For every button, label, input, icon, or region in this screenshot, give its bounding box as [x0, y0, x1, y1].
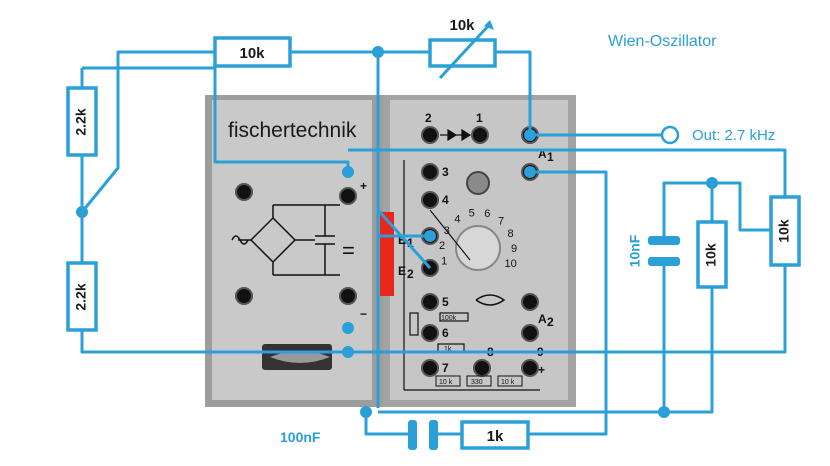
node-bottom-left — [360, 406, 372, 418]
pin-label-a1-sub: 1 — [547, 150, 554, 164]
pin-label-6: 6 — [442, 326, 449, 340]
transistor-module: 2 1 A 1 3 4 E 1 E 2 5 6 7 8 9 A 2 + 1234… — [383, 95, 576, 407]
resistor-row: 10 k 330 10 k — [435, 375, 523, 387]
resistor-right-inner: 10k — [696, 220, 728, 289]
node-right-bottom — [658, 406, 670, 418]
pin-label-e2: E — [398, 264, 406, 278]
dial-number: 4 — [454, 214, 460, 226]
equals-sign: = — [342, 238, 355, 263]
pot-top-label: 10k — [449, 17, 475, 34]
capacitor-bottom-label: 100nF — [280, 429, 321, 445]
node-ground — [342, 346, 354, 358]
capacitor-right: 10nF — [627, 234, 680, 267]
resistor-right-inner-label: 10k — [703, 243, 719, 267]
node-top — [372, 46, 384, 58]
pin-label-5: 5 — [442, 295, 449, 309]
node-a1-lower — [524, 166, 536, 178]
rectifier-symbol — [231, 204, 340, 276]
dial-number: 8 — [508, 228, 514, 240]
pin-label-1: 1 — [476, 111, 483, 125]
resistor-top: 10k — [213, 36, 292, 68]
socket-ac-1 — [235, 183, 253, 201]
led-icon — [466, 171, 490, 195]
socket-7 — [421, 359, 439, 377]
resistor-bottom-label: 1k — [487, 428, 504, 445]
node-right-top — [706, 177, 718, 189]
resistor-1k-label: 1k — [444, 346, 452, 353]
arrow-icon — [484, 20, 494, 30]
pin-label-e1: E — [398, 233, 406, 247]
node-minus — [342, 322, 354, 334]
socket-8 — [473, 359, 491, 377]
node-left-mid — [76, 206, 88, 218]
socket-a2-top — [521, 293, 539, 311]
res-row-1: 10 k — [439, 379, 453, 386]
dial-number: 2 — [439, 240, 445, 252]
fish-icon — [475, 294, 506, 306]
pin-label-2: 2 — [425, 111, 432, 125]
potentiometer-dial[interactable] — [455, 225, 501, 271]
output-terminal[interactable] — [660, 125, 680, 145]
node-a1 — [524, 129, 536, 141]
socket-a2 — [521, 324, 539, 342]
pin-label-3: 3 — [442, 165, 449, 179]
socket-2 — [421, 126, 439, 144]
resistor-left-upper-label: 2.2k — [73, 108, 89, 135]
socket-1-top — [471, 126, 489, 144]
plus-label: + — [360, 179, 367, 193]
dial-number: 5 — [469, 208, 475, 220]
pin-label-a1: A — [538, 147, 547, 161]
capacitor-right-label: 10nF — [627, 234, 643, 267]
resistor-100k-label: 100k — [441, 315, 457, 322]
node-plus — [342, 166, 354, 178]
minus-label: − — [360, 307, 367, 321]
capacitor-bottom: 100nF — [280, 420, 438, 450]
res-row-2: 330 — [471, 379, 483, 386]
pin-label-plus: + — [538, 363, 545, 377]
resistor-top-label: 10k — [239, 45, 265, 62]
resistor-bottom: 1k — [460, 420, 530, 450]
node-e1 — [424, 230, 436, 242]
dial-number: 10 — [504, 258, 516, 270]
resistor-left-lower: 2.2k — [66, 261, 98, 332]
socket-3 — [421, 163, 439, 181]
power-module: fischertechnik = + − — [205, 95, 383, 407]
logo-fish-icon — [270, 351, 330, 363]
socket-9 — [521, 359, 539, 377]
resistor-right-outer-label: 10k — [776, 219, 792, 243]
dial-number: 1 — [441, 255, 447, 267]
dial-number: 7 — [498, 215, 504, 227]
pin-label-e1-sub: 1 — [407, 236, 414, 250]
red-connector-strip — [380, 212, 394, 296]
dial-number: 9 — [511, 243, 517, 255]
socket-ac-2 — [235, 287, 253, 305]
res-row-3: 10 k — [501, 379, 515, 386]
resistor-left-lower-label: 2.2k — [73, 283, 89, 310]
resistor-left-upper: 2.2k — [66, 86, 98, 157]
socket-6 — [421, 324, 439, 342]
pin-label-7: 7 — [442, 361, 449, 375]
socket-5 — [421, 293, 439, 311]
pin-label-a2-sub: 2 — [547, 315, 554, 329]
resistor-right-outer: 10k — [769, 195, 801, 267]
brand-label: fischertechnik — [228, 119, 357, 142]
output-label: Out: 2.7 kHz — [692, 127, 775, 144]
diagram-title: Wien-Oszillator — [608, 33, 717, 50]
wiring — [80, 50, 787, 436]
dial-number: 6 — [484, 208, 490, 220]
socket-minus-1 — [339, 287, 357, 305]
junction-nodes — [76, 46, 718, 418]
pin-label-a2: A — [538, 312, 547, 326]
socket-4 — [421, 191, 439, 209]
pin-label-4: 4 — [442, 193, 449, 207]
pin-label-e2-sub: 2 — [407, 267, 414, 281]
socket-plus-2 — [339, 187, 357, 205]
potentiometer-top: 10k — [428, 17, 497, 80]
